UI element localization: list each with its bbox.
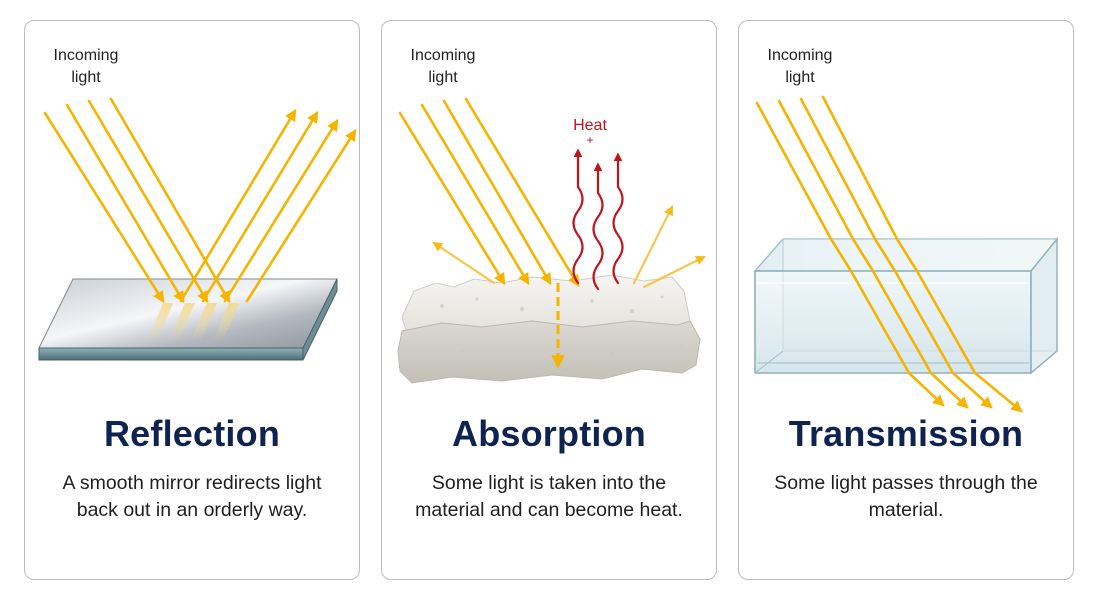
glass-box	[753, 237, 1059, 375]
scattered-light-rays	[432, 205, 706, 289]
absorption-panel: Incoming light Heat + Absorption Some li…	[381, 20, 717, 580]
mirror-slab	[38, 278, 338, 361]
reflected-light-rays	[179, 108, 357, 303]
incoming-light-label: Incoming light	[53, 47, 119, 86]
porous-material-block	[397, 274, 701, 384]
panel-description: A smooth mirror redirects light back out…	[62, 472, 322, 521]
panel-title: Reflection	[103, 413, 281, 454]
transmitted-light-rays	[755, 95, 1023, 413]
incoming-light-rays	[43, 97, 231, 304]
heat-plus-symbol: +	[586, 133, 594, 147]
incoming-light-label: Incoming light	[410, 47, 476, 86]
panel-description: Some light passes through the material.	[774, 472, 1038, 521]
panel-description: Some light is taken into the material an…	[415, 472, 683, 521]
absorption-illustration	[397, 97, 706, 384]
panel-title: Absorption	[452, 413, 646, 454]
panel-title: Transmission	[788, 413, 1024, 454]
heat-label: Heat	[573, 117, 607, 134]
reflection-illustration	[38, 97, 357, 361]
heat-waves	[572, 148, 624, 291]
reflection-panel: Incoming light Reflection A smooth mirro…	[24, 20, 360, 580]
incoming-light-rays	[398, 97, 580, 288]
transmission-illustration	[753, 95, 1059, 413]
transmission-panel: Incoming light Transmission Some light p…	[738, 20, 1074, 580]
incoming-light-label: Incoming light	[767, 47, 833, 86]
